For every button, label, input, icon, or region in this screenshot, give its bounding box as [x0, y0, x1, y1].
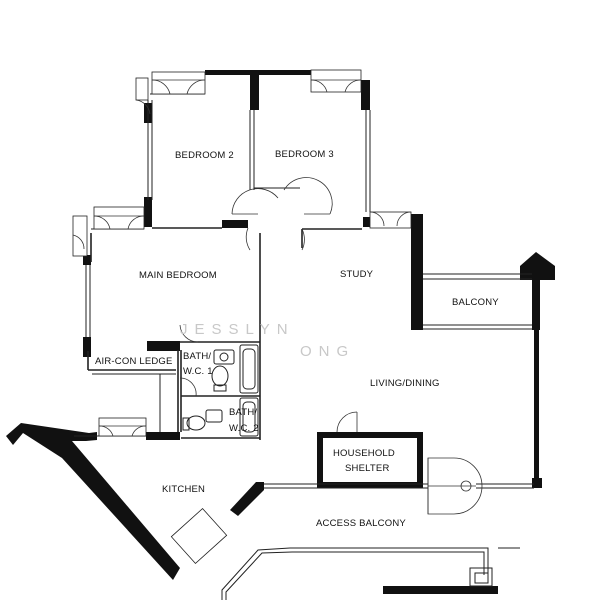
watermark-line-2: ONG	[300, 343, 355, 360]
walls	[6, 70, 555, 594]
label-household-shelter-line2: SHELTER	[345, 463, 390, 474]
windows	[72, 69, 412, 564]
label-bath-wc2-line2: W.C. 2	[229, 423, 259, 434]
label-bedroom-3: BEDROOM 3	[275, 149, 334, 160]
label-bath-wc1-line1: BATH/	[183, 351, 211, 362]
label-living-dining: LIVING/DINING	[370, 378, 440, 389]
bath-fixtures	[182, 344, 259, 437]
label-bath-wc2-line1: BATH/	[229, 407, 257, 418]
doors	[72, 79, 483, 515]
label-bedroom-2: BEDROOM 2	[175, 150, 234, 161]
watermark-line-1: JESSLYN	[180, 321, 295, 338]
label-aircon-ledge: AIR-CON LEDGE	[95, 356, 173, 367]
label-access-balcony: ACCESS BALCONY	[316, 518, 406, 529]
label-household-shelter-line1: HOUSEHOLD	[333, 448, 395, 459]
label-bath-wc1-line2: W.C. 1	[183, 366, 213, 377]
label-study: STUDY	[340, 269, 374, 280]
label-kitchen: KITCHEN	[162, 484, 205, 495]
label-main-bedroom: MAIN BEDROOM	[139, 270, 217, 281]
thin-walls	[74, 93, 534, 600]
label-balcony: BALCONY	[452, 297, 499, 308]
